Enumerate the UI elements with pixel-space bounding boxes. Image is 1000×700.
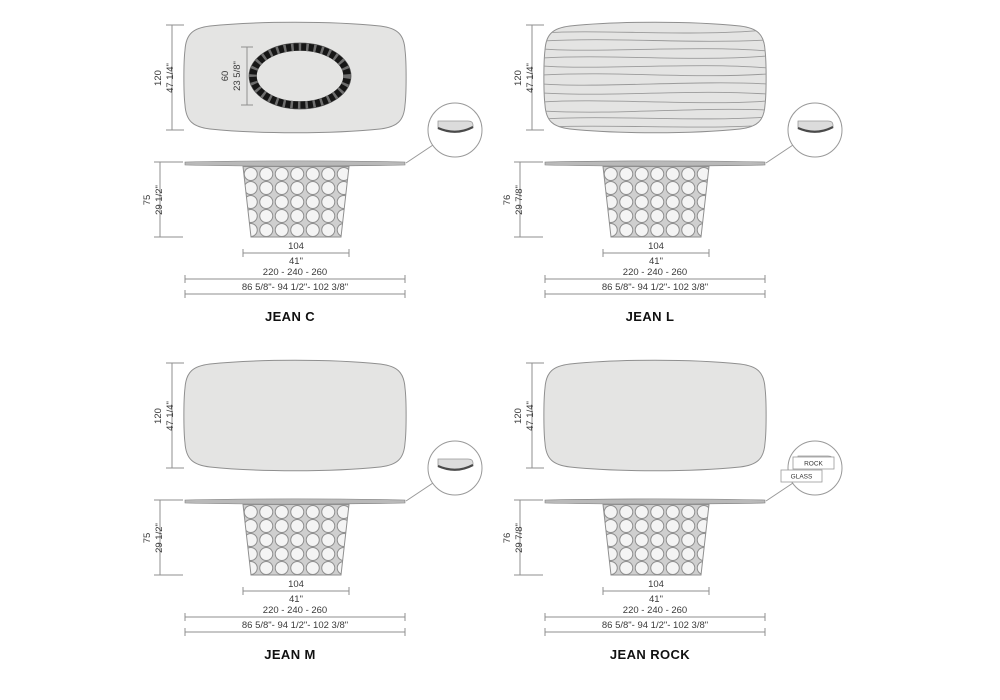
- diagram-content: 120 47 1/4" 76 29 7/8" 104 41" 220 - 240…: [502, 21, 843, 324]
- height-dim-cm-label: 75: [142, 195, 153, 206]
- diagram-title: JEAN C: [265, 309, 315, 324]
- depth-dim-in-label: 47 1/4": [525, 401, 536, 431]
- table-side-edge: [544, 160, 766, 167]
- table-side-edge: [184, 160, 406, 167]
- detail-edge-underline: [437, 126, 474, 133]
- diagram-jean-c: 60 23 5/8" 120 47 1/4" 75 29 1/2": [0, 0, 500, 350]
- wood-grain-lines: [543, 29, 767, 128]
- height-dim-cm-label: 76: [502, 195, 513, 206]
- diagram-title: JEAN M: [264, 647, 316, 662]
- table-top-view: [543, 21, 767, 134]
- base-width-cm-label: 104: [648, 241, 664, 252]
- table-side-edge: [544, 498, 766, 505]
- length-cm-label: 220 - 240 - 260: [263, 605, 327, 616]
- depth-dim-in-label: 47 1/4": [525, 63, 536, 93]
- ring-dim-in-label: 23 5/8": [232, 61, 243, 91]
- length-cm-label: 220 - 240 - 260: [263, 267, 327, 278]
- length-in-label: 86 5/8"- 94 1/2"- 102 3/8": [602, 282, 708, 293]
- table-top-view: [183, 359, 407, 472]
- pedestal-base: [242, 504, 350, 576]
- detail-leader-line: [765, 482, 794, 502]
- base-width-in-label: 41": [649, 256, 663, 267]
- glass-label: GLASS: [791, 474, 813, 481]
- length-cm-label: 220 - 240 - 260: [623, 267, 687, 278]
- rock-label: ROCK: [804, 461, 823, 468]
- base-width-in-label: 41": [649, 594, 663, 605]
- depth-dim-cm-label: 120: [153, 70, 164, 86]
- height-dim-cm-label: 75: [142, 533, 153, 544]
- glass-label-box: [780, 469, 823, 483]
- length-in-label: 86 5/8"- 94 1/2"- 102 3/8": [242, 282, 348, 293]
- table-top-view: [183, 21, 407, 134]
- pedestal-base: [602, 166, 710, 238]
- ring-dim-cm-label: 60: [220, 71, 231, 82]
- diagram-title: JEAN L: [626, 309, 675, 324]
- depth-dim-cm-label: 120: [513, 70, 524, 86]
- base-width-in-label: 41": [289, 594, 303, 605]
- height-dim-cm-label: 76: [502, 533, 513, 544]
- table-side-edge: [184, 498, 406, 505]
- base-width-cm-label: 104: [288, 241, 304, 252]
- rock-label-box: [792, 456, 835, 470]
- height-dim-in-label: 29 1/2": [154, 523, 165, 553]
- table-top-view: [543, 359, 767, 472]
- length-in-label: 86 5/8"- 94 1/2"- 102 3/8": [242, 620, 348, 631]
- length-cm-label: 220 - 240 - 260: [623, 605, 687, 616]
- height-dim-in-label: 29 7/8": [514, 523, 525, 553]
- pedestal-base: [602, 504, 710, 576]
- detail-leader-line: [405, 482, 434, 502]
- pedestal-base: [242, 166, 350, 238]
- detail-leader-line: [765, 144, 794, 164]
- diagram-title: JEAN ROCK: [610, 647, 690, 662]
- diagram-jean-l: 120 47 1/4" 76 29 7/8" 104 41" 220 - 240…: [500, 0, 1000, 350]
- height-dim-in-label: 29 1/2": [154, 185, 165, 215]
- detail-edge-underline: [437, 464, 474, 471]
- ring-ornament: [248, 42, 352, 110]
- diagram-jean-m: 120 47 1/4" 75 29 1/2" 104 41" 220 - 240…: [0, 350, 500, 700]
- base-width-in-label: 41": [289, 256, 303, 267]
- depth-dim-cm-label: 120: [153, 408, 164, 424]
- depth-dim-in-label: 47 1/4": [165, 401, 176, 431]
- depth-dim-in-label: 47 1/4": [165, 63, 176, 93]
- diagram-jean-rock: 120 47 1/4" 76 29 7/8" ROCK GLASS 104: [500, 350, 1000, 700]
- depth-dim-cm-label: 120: [513, 408, 524, 424]
- diagram-content: 120 47 1/4" 75 29 1/2" 104 41" 220 - 240…: [142, 359, 483, 662]
- base-width-cm-label: 104: [648, 579, 664, 590]
- base-width-cm-label: 104: [288, 579, 304, 590]
- height-dim-in-label: 29 7/8": [514, 185, 525, 215]
- detail-leader-line: [405, 144, 434, 164]
- diagram-content: 120 47 1/4" 76 29 7/8" ROCK GLASS 104: [502, 359, 843, 662]
- diagram-content: 60 23 5/8" 120 47 1/4" 75 29 1/2": [142, 21, 483, 324]
- detail-edge-underline: [797, 126, 834, 133]
- length-in-label: 86 5/8"- 94 1/2"- 102 3/8": [602, 620, 708, 631]
